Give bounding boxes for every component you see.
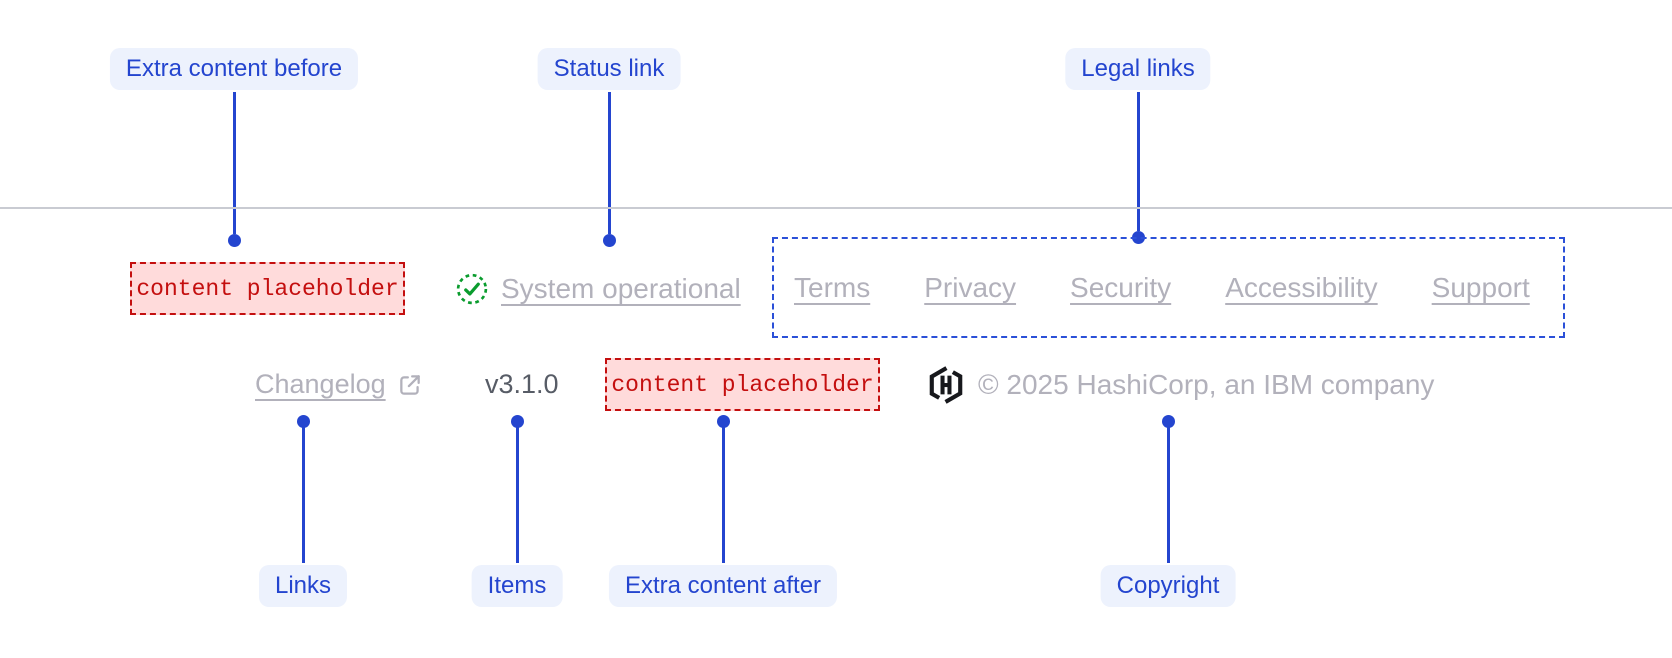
legal-links-group: Terms Privacy Security Accessibility Sup… [772,237,1565,338]
connector-line [233,92,236,234]
placeholder-text: content placeholder [611,371,874,398]
annotation-copyright: Copyright [1100,565,1236,607]
status-link[interactable]: System operational [456,262,741,315]
footer-top-divider [0,207,1672,209]
extra-content-before-placeholder: content placeholder [130,262,405,315]
connector-line [516,421,519,563]
legal-link-privacy[interactable]: Privacy [924,271,1017,303]
annotation-status-link: Status link [537,48,681,90]
annotation-legal-links: Legal links [1065,48,1211,90]
placeholder-text: content placeholder [136,275,399,302]
connector-line [1167,421,1170,563]
external-link-icon [399,374,420,395]
annotation-extra-content-before: Extra content before [109,48,359,90]
legal-link-support[interactable]: Support [1431,271,1530,303]
connector-line [302,421,305,563]
connector-line [608,92,611,234]
annotation-items: Items [471,565,563,607]
annotation-extra-content-after: Extra content after [608,565,838,607]
check-circle-icon [456,273,488,304]
changelog-link-label: Changelog [255,369,386,399]
copyright-text: © 2025 HashiCorp, an IBM company [978,368,1435,400]
changelog-link[interactable]: Changelog [255,358,423,411]
copyright-group: © 2025 HashiCorp, an IBM company [928,358,1434,411]
version-item: v3.1.0 [485,358,559,411]
hashicorp-logo [929,365,963,404]
annotation-links: Links [258,565,348,607]
legal-link-terms[interactable]: Terms [794,271,871,303]
status-link-label: System operational [501,272,741,304]
connector-dot [603,234,616,247]
connector-line [722,421,725,563]
legal-link-accessibility[interactable]: Accessibility [1225,271,1378,303]
connector-line [1137,92,1140,231]
extra-content-after-placeholder: content placeholder [605,358,880,411]
version-label: v3.1.0 [485,369,559,399]
connector-dot [228,234,241,247]
legal-link-security[interactable]: Security [1070,271,1172,303]
